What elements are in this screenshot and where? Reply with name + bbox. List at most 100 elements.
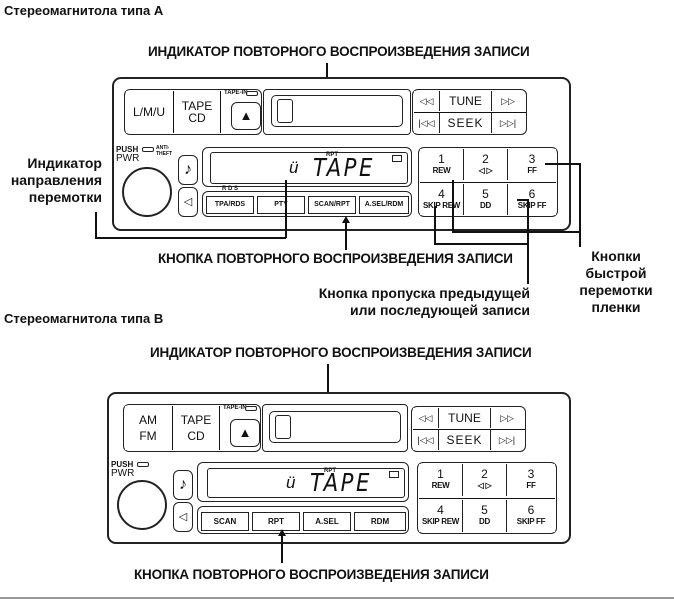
lcd-display: RPT ü TAPE (207, 468, 405, 498)
seek-up-button[interactable]: ▷▷| (492, 113, 524, 133)
rpt-indicator: RPT (326, 152, 338, 158)
bottom-rule (0, 597, 674, 599)
cassette-slot[interactable] (269, 411, 401, 443)
power-volume-knob[interactable] (117, 480, 167, 530)
speaker-button[interactable]: ◁ (173, 502, 193, 532)
eject-button[interactable]: ▲ (230, 419, 260, 447)
source-button-label-tape: TAPE (180, 413, 212, 427)
preset-number: 5 (481, 503, 488, 517)
scan-rpt-button[interactable]: SCAN/RPT (308, 196, 356, 214)
rewind-icon: ◁◁ (418, 413, 433, 423)
cassette-slot[interactable] (271, 95, 403, 127)
pwr-label: PWR (116, 153, 140, 164)
asel-rdm-button[interactable]: A.SEL/RDM (359, 196, 409, 214)
tune-button[interactable]: TUNE (440, 91, 492, 111)
tpa-rds-label: TPA/RDS (214, 201, 246, 208)
preset-sub-label: REW (432, 165, 451, 175)
direction-indicator-callout: Индикатор направления перемотки (6, 155, 102, 206)
rpt-button[interactable]: RPT (252, 512, 300, 531)
asel-label: A.SEL (315, 516, 339, 526)
preset-2-button[interactable]: 2◁ ▷ (464, 149, 508, 180)
leader-line (452, 180, 454, 232)
speaker-icon: ◁ (183, 196, 193, 208)
tune-down-button[interactable]: ◁◁ (414, 91, 440, 111)
leader-line (95, 237, 286, 239)
preset-sub-label: ◁ ▷ (478, 165, 493, 175)
rewind-icon: ◁◁ (419, 96, 434, 106)
lcd-text: TAPE (310, 468, 373, 497)
tune-down-button[interactable]: ◁◁ (413, 408, 439, 428)
radio-b-faceplate: AM FM TAPE CD TAPE-IN ▲ ◁◁ TUNE ▷▷ |◁◁ S… (107, 392, 571, 544)
preset-sub-label: FF (526, 481, 536, 490)
arrow-up-icon (278, 529, 286, 536)
source-button[interactable]: TAPE CD (174, 406, 218, 450)
source-button-label-tape: TAPE (181, 99, 213, 113)
seek-down-button[interactable]: |◁◁ (413, 430, 439, 450)
tape-direction-icon: ü (289, 158, 299, 177)
audio-mode-button[interactable]: ♪ (173, 470, 193, 500)
tape-direction-icon: ü (286, 473, 296, 492)
tune-up-button[interactable]: ▷▷ (491, 408, 523, 428)
scan-rpt-label: SCAN/RPT (314, 201, 350, 208)
seek-up-button[interactable]: ▷▷| (491, 430, 523, 450)
leader-line (579, 163, 581, 247)
tape-in-label: TAPE-IN (223, 405, 247, 411)
push-pwr-label: PUSH PWR (111, 460, 134, 479)
preset-sub-label: SKIP REW (421, 517, 459, 526)
eject-button[interactable]: ▲ (231, 102, 261, 130)
push-label: PUSH (111, 460, 134, 469)
skip-back-icon: |◁◁ (418, 118, 435, 128)
asel-button[interactable]: A.SEL (303, 512, 351, 531)
leader-line (527, 199, 529, 284)
band-button[interactable]: L/M/U (126, 91, 172, 133)
preset-number: 2 (481, 467, 488, 481)
speaker-button[interactable]: ◁ (178, 187, 198, 217)
tune-button[interactable]: TUNE (439, 408, 491, 428)
skip-forward-icon: ▷▷| (498, 435, 516, 445)
seek-button[interactable]: SEEK (440, 113, 492, 133)
anti-label: ANTI- (156, 145, 170, 151)
audio-mode-button[interactable]: ♪ (178, 155, 198, 185)
preset-number: 1 (438, 151, 445, 166)
seek-down-button[interactable]: |◁◁ (414, 113, 440, 133)
preset-number: 6 (528, 186, 536, 201)
divider (219, 406, 221, 450)
tune-up-button[interactable]: ▷▷ (492, 91, 524, 111)
preset-sub-label: ◁ ▷ (477, 481, 492, 490)
preset-number: 6 (527, 503, 535, 517)
callout-line: Кнопки (591, 248, 641, 264)
asel-rdm-label: A.SEL/RDM (364, 201, 404, 208)
preset-2-button[interactable]: 2◁ ▷ (463, 464, 507, 496)
scan-button[interactable]: SCAN (201, 512, 249, 531)
rds-label: R D S (222, 186, 239, 192)
fast-forward-icon: ▷▷ (501, 96, 515, 106)
power-volume-knob[interactable] (122, 167, 172, 217)
divider (173, 91, 175, 133)
preset-number: 3 (528, 151, 536, 166)
source-button[interactable]: TAPE CD (175, 91, 219, 133)
seek-button[interactable]: SEEK (439, 430, 491, 450)
tpa-rds-button[interactable]: TPA/RDS (206, 196, 254, 214)
preset-number: 4 (438, 186, 445, 201)
callout-line: перемотки (28, 189, 102, 205)
skip-back-icon: |◁◁ (417, 435, 434, 445)
band-button[interactable]: AM FM (125, 406, 171, 450)
rdm-label: RDM (370, 516, 390, 526)
speaker-icon: ◁ (178, 511, 188, 523)
preset-sub-label: REW (431, 481, 450, 490)
fast-forward-icon: ▷▷ (500, 413, 514, 423)
pty-button[interactable]: PTY (257, 196, 305, 214)
callout-line: быстрой (585, 265, 647, 281)
rdm-button[interactable]: RDM (354, 512, 406, 531)
preset-sub-label: SKIP REW (422, 200, 460, 210)
